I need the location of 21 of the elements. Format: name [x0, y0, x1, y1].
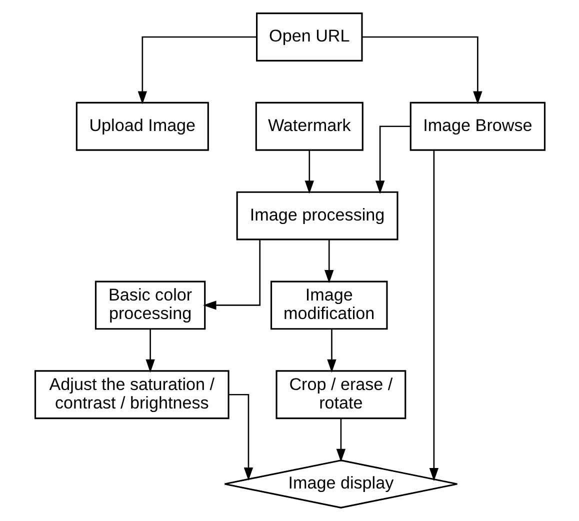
arrow [228, 394, 253, 481]
node-box: Basic color processing [94, 280, 206, 330]
arrow [374, 126, 410, 194]
node-box: Upload Image [75, 102, 208, 151]
node-box: Crop / erase / rotate [275, 370, 406, 420]
arrow [326, 329, 336, 373]
arrow [137, 36, 256, 104]
node-box: Open URL [256, 12, 362, 62]
arrow [202, 240, 260, 310]
node-box: Watermark [254, 102, 363, 151]
arrow [324, 240, 334, 284]
node-box: Image modification [270, 280, 388, 330]
node-box: Image processing [236, 191, 398, 240]
arrow [428, 150, 438, 482]
node-box: Image Browse [409, 102, 546, 151]
node-diamond: Image display [223, 460, 458, 508]
arrow [362, 36, 482, 104]
arrow [336, 418, 346, 462]
arrow [145, 329, 154, 373]
node-box: Adjust the saturation / contrast / brightness [34, 370, 229, 420]
arrow [304, 150, 314, 194]
